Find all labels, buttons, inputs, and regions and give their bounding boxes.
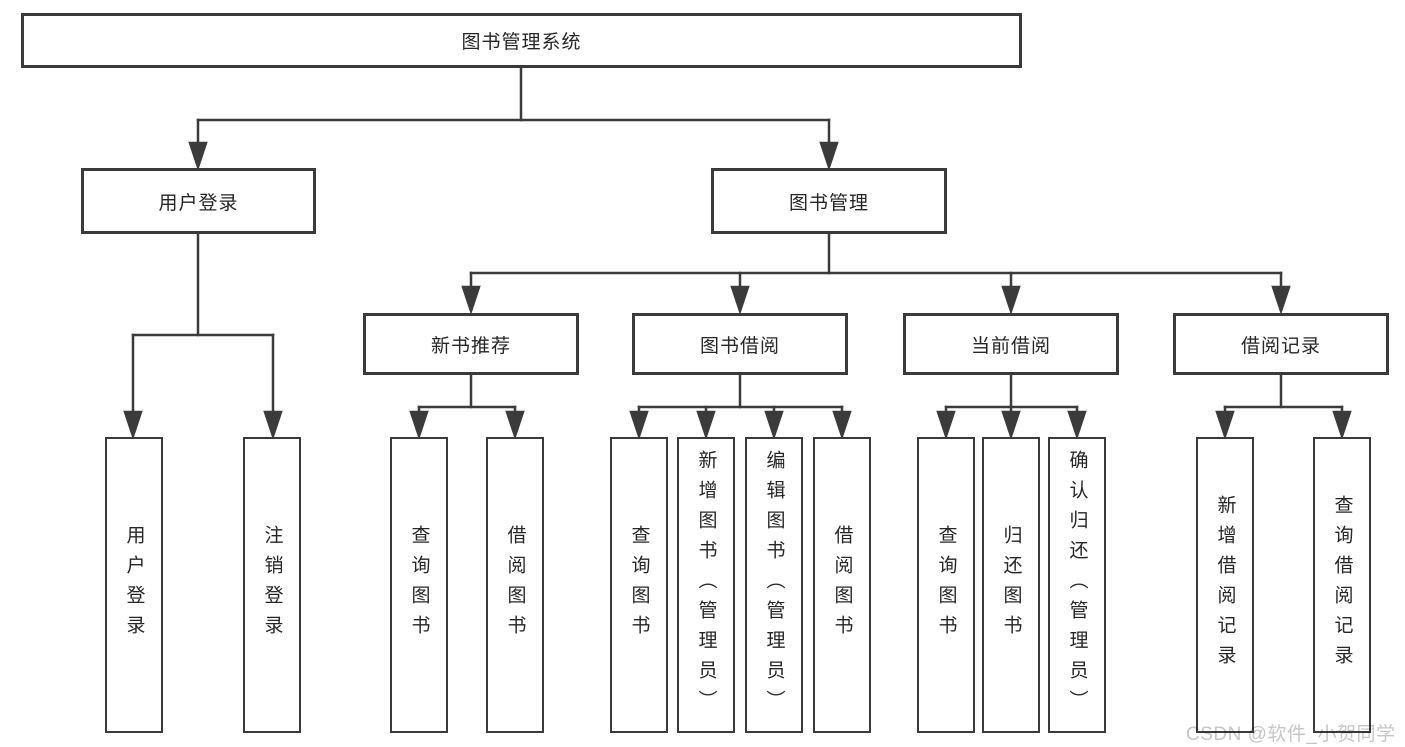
leaf-query-borrow-record: 查询借阅记录: [1313, 437, 1371, 733]
leaf-query-books-borrowing: 查询图书: [610, 437, 668, 733]
node-label: 归还图书: [1000, 525, 1022, 645]
node-label: 新书推荐: [430, 335, 511, 357]
node-label: 查询图书: [935, 525, 957, 645]
connector-root-to-level2: [188, 66, 839, 169]
connector-borrowing-records-to-leaves: [1215, 373, 1352, 438]
csdn-watermark: CSDN @软件_小贺同学: [1186, 724, 1396, 745]
connector-new-book-recommendation-to-leaves: [409, 373, 525, 438]
node-label: 图书管理: [788, 192, 869, 214]
node-library-management-system: 图书管理系统: [21, 13, 1022, 68]
leaf-return-books: 归还图书: [982, 437, 1040, 733]
leaf-borrow-books-borrowing: 借阅图书: [813, 437, 871, 733]
leaf-borrow-books-recommend: 借阅图书: [486, 437, 544, 733]
node-borrowing-records: 借阅记录: [1173, 313, 1389, 375]
node-label: 新增图书（管理员）: [695, 450, 717, 720]
leaf-logout: 注销登录: [243, 437, 301, 733]
node-label: 查询图书: [408, 525, 430, 645]
node-label: 图书借阅: [699, 335, 780, 357]
node-label: 注销登录: [261, 525, 283, 645]
connector-current-borrowing-to-leaves: [936, 373, 1087, 438]
node-label: 新增借阅记录: [1214, 495, 1236, 675]
node-label: 用户登录: [123, 525, 145, 645]
leaf-query-books-recommend: 查询图书: [390, 437, 448, 733]
leaf-edit-books-admin: 编辑图书（管理员）: [745, 437, 803, 733]
node-label: 查询借阅记录: [1331, 495, 1353, 675]
node-label: 借阅图书: [831, 525, 853, 645]
leaf-add-borrow-record: 新增借阅记录: [1196, 437, 1254, 733]
leaf-add-books-admin: 新增图书（管理员）: [677, 437, 735, 733]
node-label: 当前借阅: [970, 335, 1051, 357]
connector-book-management-to-level3: [461, 232, 1291, 313]
connector-book-borrowing-to-leaves: [629, 373, 852, 438]
leaf-user-login: 用户登录: [105, 437, 163, 733]
node-new-book-recommendation: 新书推荐: [363, 313, 579, 375]
node-label: 查询图书: [628, 525, 650, 645]
leaf-confirm-return-admin: 确认归还（管理员）: [1048, 437, 1106, 733]
node-label: 图书管理系统: [461, 32, 582, 53]
node-label: 借阅记录: [1240, 335, 1321, 357]
leaf-query-books-current: 查询图书: [917, 437, 975, 733]
node-label: 借阅图书: [504, 525, 526, 645]
node-book-borrowing: 图书借阅: [632, 313, 848, 375]
node-book-management: 图书管理: [711, 168, 947, 234]
node-label: 编辑图书（管理员）: [763, 450, 785, 720]
node-user-login: 用户登录: [81, 168, 316, 234]
node-label: 用户登录: [158, 192, 239, 214]
node-current-borrowing: 当前借阅: [903, 313, 1119, 375]
connector-user-login-to-leaves: [123, 232, 283, 438]
node-label: 确认归还（管理员）: [1066, 450, 1088, 720]
